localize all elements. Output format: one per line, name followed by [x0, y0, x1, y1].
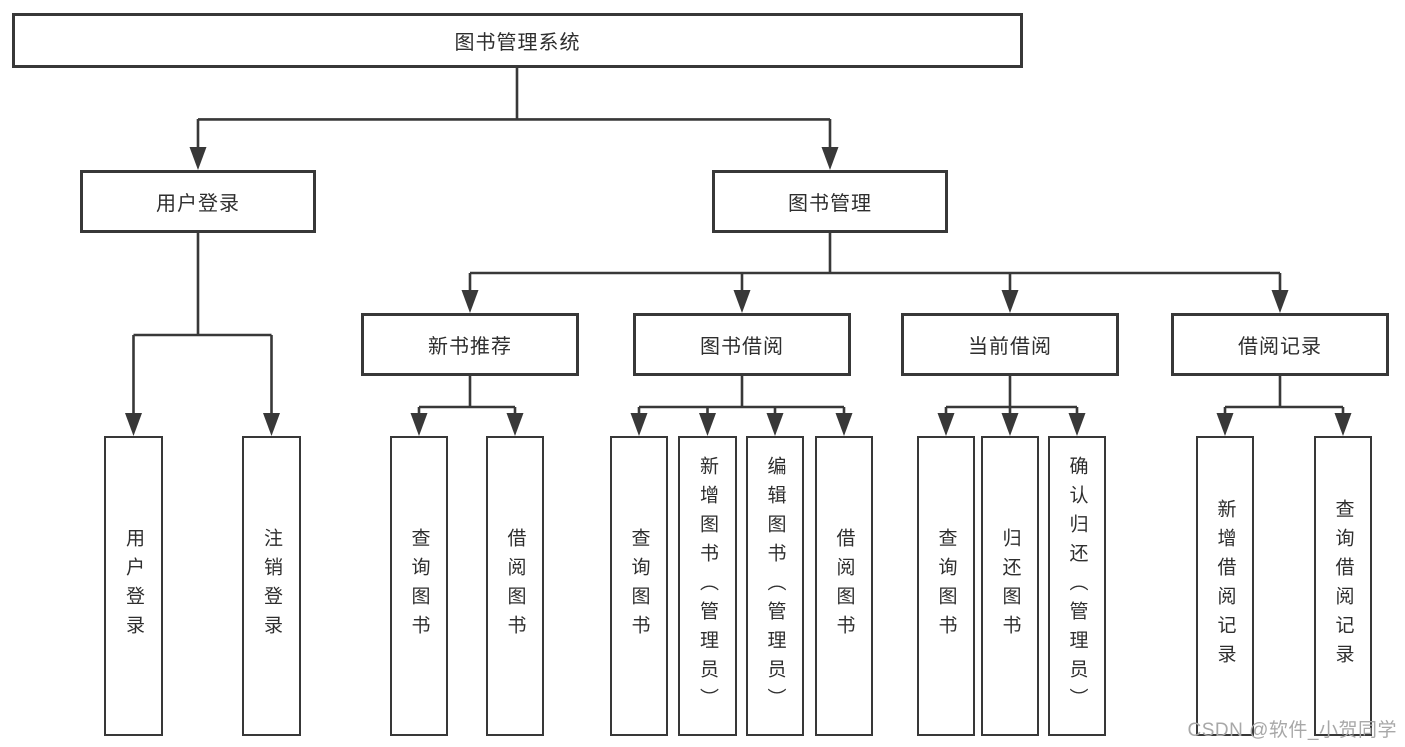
leaf-user-login-label: 用户登录 — [123, 528, 144, 644]
arrowhead — [1068, 413, 1086, 436]
leaf-records-query-record-label: 查询借阅记录 — [1332, 499, 1354, 673]
leaf-current-query-books: 查询图书 — [917, 436, 975, 736]
arrowhead — [733, 290, 751, 313]
leaf-current-confirm-return-admin: 确认归还（管理员） — [1048, 436, 1106, 736]
leaf-borrowing-edit-books-admin: 编辑图书（管理员） — [746, 436, 804, 736]
arrowhead — [461, 290, 479, 313]
leaf-current-return-books-label: 归还图书 — [999, 528, 1021, 644]
node-current-borrowing-label: 当前借阅 — [968, 336, 1052, 358]
arrowhead — [1271, 290, 1289, 313]
connector-bookmgmt-to-level3 — [468, 233, 1282, 294]
watermark-text: CSDN @软件_小贺同学 — [1187, 720, 1397, 741]
node-borrowing-records: 借阅记录 — [1171, 313, 1389, 376]
arrowhead — [1001, 290, 1019, 313]
arrowhead — [835, 413, 853, 436]
arrowhead — [630, 413, 648, 436]
leaf-logout: 注销登录 — [242, 436, 301, 736]
leaf-records-query-record: 查询借阅记录 — [1314, 436, 1372, 736]
connector-newbook-to-leaves — [417, 376, 517, 417]
leaf-newbook-borrow-books-label: 借阅图书 — [504, 528, 526, 644]
leaf-borrowing-borrow-books-label: 借阅图书 — [833, 528, 855, 644]
arrowhead — [1334, 413, 1352, 436]
node-user-login: 用户登录 — [80, 170, 316, 233]
leaf-user-login: 用户登录 — [104, 436, 163, 736]
connector-root-to-level2 — [196, 68, 832, 151]
node-new-book-recommend-label: 新书推荐 — [428, 336, 512, 358]
arrowhead — [766, 413, 784, 436]
leaf-borrowing-borrow-books: 借阅图书 — [815, 436, 873, 736]
connector-borrowrecord-to-leaves — [1223, 376, 1345, 417]
node-root: 图书管理系统 — [12, 13, 1023, 68]
arrowhead — [937, 413, 955, 436]
leaf-records-add-record: 新增借阅记录 — [1196, 436, 1254, 736]
connector-currentborrow-to-leaves — [944, 376, 1079, 417]
node-book-borrowing-label: 图书借阅 — [700, 336, 784, 358]
node-book-borrowing: 图书借阅 — [633, 313, 851, 376]
connector-bookborrow-to-leaves — [637, 376, 846, 417]
leaf-borrowing-query-books-label: 查询图书 — [628, 528, 650, 644]
leaf-current-return-books: 归还图书 — [981, 436, 1039, 736]
leaf-borrowing-query-books: 查询图书 — [610, 436, 668, 736]
arrowhead — [1001, 413, 1019, 436]
arrowhead — [189, 147, 207, 170]
node-book-management: 图书管理 — [712, 170, 948, 233]
leaf-borrowing-edit-books-admin-label: 编辑图书（管理员） — [764, 455, 786, 717]
arrowhead — [699, 413, 716, 436]
leaf-newbook-query-books-label: 查询图书 — [408, 528, 430, 644]
leaf-current-query-books-label: 查询图书 — [935, 528, 957, 644]
node-user-login-label: 用户登录 — [156, 193, 240, 215]
node-borrowing-records-label: 借阅记录 — [1238, 336, 1322, 358]
node-current-borrowing: 当前借阅 — [901, 313, 1119, 376]
arrowhead — [1216, 413, 1234, 436]
arrowhead — [125, 413, 142, 436]
connector-userlogin-to-leaves — [132, 233, 273, 417]
leaf-logout-label: 注销登录 — [261, 528, 282, 644]
node-new-book-recommend: 新书推荐 — [361, 313, 579, 376]
leaf-borrowing-add-books-admin: 新增图书（管理员） — [678, 436, 737, 736]
leaf-records-add-record-label: 新增借阅记录 — [1214, 499, 1236, 673]
leaf-current-confirm-return-admin-label: 确认归还（管理员） — [1066, 455, 1088, 717]
leaf-newbook-borrow-books: 借阅图书 — [486, 436, 544, 736]
arrowhead — [263, 413, 280, 436]
arrowhead — [410, 413, 428, 436]
node-root-label: 图书管理系统 — [454, 32, 581, 54]
node-book-management-label: 图书管理 — [788, 193, 872, 215]
leaf-borrowing-add-books-admin-label: 新增图书（管理员） — [697, 455, 718, 717]
arrowhead — [506, 413, 524, 436]
arrowhead — [821, 147, 839, 170]
leaf-newbook-query-books: 查询图书 — [390, 436, 448, 736]
